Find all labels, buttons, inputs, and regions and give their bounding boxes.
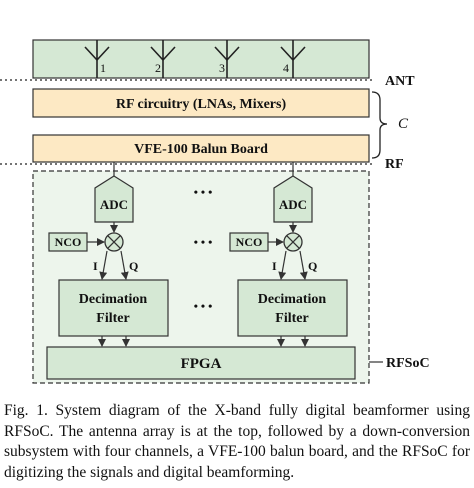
q-line-left: [120, 250, 129, 280]
c-label: C: [398, 116, 409, 132]
fpga-box: [46, 346, 356, 380]
adc-right-label: ADC: [279, 197, 307, 212]
decimation-filter-left: [58, 279, 169, 337]
i-line-left: [99, 250, 108, 280]
decimation-filter-right: [237, 279, 348, 337]
decimation-left-line2: Filter: [96, 311, 129, 326]
antenna-label-3: 3: [219, 61, 225, 75]
ellipsis-adc: • • •: [194, 185, 213, 199]
nco-left-label: NCO: [55, 235, 82, 249]
ellipsis-filter: • • •: [194, 299, 213, 313]
balun-board-label: VFE-100 Balun Board: [134, 142, 268, 157]
nco-right-label: NCO: [236, 235, 263, 249]
q-label-right: Q: [308, 259, 317, 273]
decimation-left-line1: Decimation: [79, 292, 148, 307]
rf-label: RF: [385, 157, 404, 172]
decimation-right-line2: Filter: [275, 311, 308, 326]
q-label-left: Q: [129, 259, 138, 273]
i-label-right: I: [272, 259, 277, 273]
mixer-left-cross: [107, 235, 121, 249]
antenna-label-4: 4: [283, 61, 289, 75]
adc-left-label: ADC: [100, 197, 128, 212]
balun-board-box: [32, 134, 370, 163]
antenna-label-2: 2: [155, 61, 161, 75]
q-line-right: [299, 250, 308, 280]
c-brace: [371, 91, 388, 159]
decimation-right-line1: Decimation: [258, 292, 327, 307]
rf-circuitry-box: [32, 88, 370, 118]
antenna-label-1: 1: [100, 61, 106, 75]
mixer-right-cross: [286, 235, 300, 249]
ant-label: ANT: [385, 74, 415, 89]
ellipsis-mixer: • • •: [194, 235, 213, 249]
figure-caption: Fig. 1. System diagram of the X-band ful…: [4, 402, 470, 481]
rfsoc-label: RFSoC: [386, 356, 430, 371]
rf-circuitry-label: RF circuitry (LNAs, Mixers): [116, 97, 287, 112]
i-label-left: I: [93, 259, 98, 273]
antenna-icon: [84, 40, 306, 78]
antenna-array-box: [32, 39, 370, 79]
fpga-label: FPGA: [181, 356, 222, 372]
i-line-right: [278, 250, 287, 280]
